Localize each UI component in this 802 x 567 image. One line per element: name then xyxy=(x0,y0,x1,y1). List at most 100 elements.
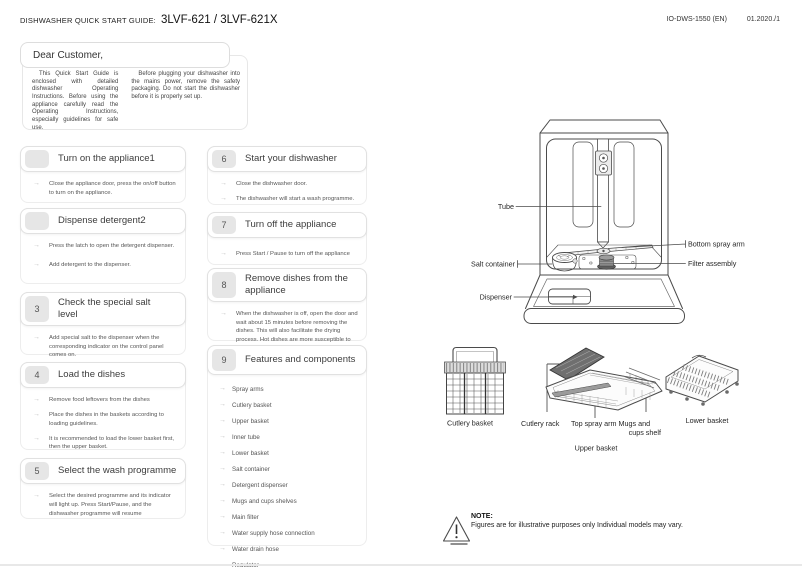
list-item: Water supply hose connection xyxy=(218,529,358,538)
list-item: Press Start / Pause to turn off the appl… xyxy=(217,250,358,259)
arrow-icon xyxy=(217,250,230,258)
step-1-title: Turn on the appliance1 xyxy=(58,153,155,165)
list-item: Cutlery basket xyxy=(218,401,358,410)
bullet-text: Add detergent to the dispenser. xyxy=(49,261,131,268)
feature-text: Water drain hose xyxy=(232,545,279,553)
bullet-text: Press Start / Pause to turn off the appl… xyxy=(236,251,350,257)
step-1-header: Turn on the appliance1 xyxy=(20,146,186,172)
arrow-icon xyxy=(30,261,43,269)
document-meta: IO-DWS-1550 (EN) 01.2020./1 xyxy=(667,16,780,23)
step-card-9: 9 Features and components Spray arms Cut… xyxy=(207,345,367,567)
bullet-text: Remove food leftovers from the dishes xyxy=(49,397,150,403)
step-7-number-badge: 7 xyxy=(212,216,236,234)
arrow-icon xyxy=(30,492,43,500)
label-upper-basket: Upper basket xyxy=(575,444,618,453)
list-item: It is recommended to load the lower bask… xyxy=(30,435,177,453)
arrow-icon xyxy=(217,195,230,203)
greeting-card: Dear Customer, xyxy=(20,42,230,68)
step-8-header: 8 Remove dishes from the appliance xyxy=(207,268,367,302)
bullet-text: Close the appliance door, press the on/o… xyxy=(49,181,176,196)
intro-paragraph-2: Before plugging your dishwasher into the… xyxy=(131,71,240,101)
cutlery-basket-figure xyxy=(444,346,506,415)
step-6-number-badge: 6 xyxy=(212,150,236,168)
lower-basket-figure xyxy=(665,354,739,406)
arrow-icon xyxy=(218,529,227,537)
step-3-header: 3 Check the special salt level xyxy=(20,292,186,326)
bullet-text: Close the dishwasher door. xyxy=(236,181,308,187)
step-8-number-badge: 8 xyxy=(212,272,236,298)
step-9-title: Features and components xyxy=(245,354,356,366)
step-6-title: Start your dishwasher xyxy=(245,153,337,165)
dishwasher-diagram: Tube Salt container Dispenser Bottom spr… xyxy=(471,119,745,324)
feature-text: Upper basket xyxy=(232,417,269,425)
step-card-2: Dispense detergent2 Press the latch to o… xyxy=(20,208,186,284)
bullet-text: Add special salt to the dispenser when t… xyxy=(49,334,164,359)
list-item: Water drain hose xyxy=(218,545,358,554)
step-2-number-badge xyxy=(25,212,49,230)
list-item: Mugs and cups shelves xyxy=(218,497,358,506)
list-item: Salt container xyxy=(218,465,358,474)
step-7-header: 7 Turn off the appliance xyxy=(207,212,367,238)
list-item: Add detergent to the dispenser. xyxy=(30,261,177,270)
list-item: Close the appliance door, press the on/o… xyxy=(30,180,177,198)
list-item: Press the latch to open the detergent di… xyxy=(30,242,177,251)
feature-text: Spray arms xyxy=(232,386,264,393)
step-5-number-badge: 5 xyxy=(25,462,49,480)
step-4-bullets: Remove food leftovers from the dishes Pl… xyxy=(21,388,185,457)
step-4-header: 4 Load the dishes xyxy=(20,362,186,388)
step-4-number-badge: 4 xyxy=(25,366,49,384)
list-item: Close the dishwasher door. xyxy=(217,180,358,189)
label-cutlery-rack: Cutlery rack xyxy=(521,419,560,428)
step-5-header: 5 Select the wash programme xyxy=(20,458,186,484)
list-item: Main filter xyxy=(218,513,358,522)
step-1-bullets: Close the appliance door, press the on/o… xyxy=(21,172,185,203)
arrow-icon xyxy=(30,396,43,404)
list-item: The dishwasher will start a wash program… xyxy=(217,195,358,204)
diagram-label-bottom-spray-arm: Bottom spray arm xyxy=(688,240,745,249)
label-cups-shelf: cups shelf xyxy=(629,428,661,437)
arrow-icon xyxy=(218,481,227,489)
note-block: NOTE: Figures are for illustrative purpo… xyxy=(471,513,771,529)
step-5-title: Select the wash programme xyxy=(58,465,177,477)
document-header: DISHWASHER QUICK START GUIDE: 3LVF-621 /… xyxy=(20,14,278,26)
feature-text: Inner tube xyxy=(232,433,260,441)
doc-code: IO-DWS-1550 (EN) xyxy=(666,16,727,23)
step-card-6: 6 Start your dishwasher Close the dishwa… xyxy=(207,146,367,205)
arrow-icon xyxy=(218,497,227,505)
list-item: Lower basket xyxy=(218,449,358,458)
doc-date: 01.2020./1 xyxy=(746,16,780,23)
note-body: Figures are for illustrative purposes on… xyxy=(471,521,683,529)
step-7-title: Turn off the appliance xyxy=(245,219,337,231)
step-8-title: Remove dishes from the appliance xyxy=(245,273,348,296)
arrow-icon xyxy=(30,180,43,188)
arrow-icon xyxy=(30,411,43,419)
step-1-number-badge xyxy=(25,150,49,168)
list-item: Detergent dispenser xyxy=(218,481,358,490)
list-item: Select the desired programme and its ind… xyxy=(30,492,177,519)
arrow-icon xyxy=(217,310,230,318)
step-7-bullets: Press Start / Pause to turn off the appl… xyxy=(208,238,366,264)
step-5-bullets: Select the desired programme and its ind… xyxy=(21,484,185,524)
feature-text: Water supply hose connection xyxy=(232,529,315,537)
step-2-bullets: Press the latch to open the detergent di… xyxy=(21,234,185,275)
greeting-text: Dear Customer, xyxy=(33,49,104,61)
list-item: Remove food leftovers from the dishes xyxy=(30,396,177,405)
step-9-header: 9 Features and components xyxy=(207,345,367,375)
arrow-icon xyxy=(218,417,227,425)
model-numbers: 3LVF-621 / 3LVF-621X xyxy=(160,14,278,26)
step-card-3: 3 Check the special salt level Add speci… xyxy=(20,292,186,358)
step-card-7: 7 Turn off the appliance Press Start / P… xyxy=(207,212,367,265)
arrow-icon xyxy=(30,334,43,342)
diagram-label-dispenser: Dispenser xyxy=(480,293,513,302)
label-mugs-and: Mugs and xyxy=(619,419,651,428)
feature-text: Main filter xyxy=(232,513,259,521)
bullet-text: It is recommended to load the lower bask… xyxy=(49,435,175,451)
arrow-icon xyxy=(218,513,227,521)
step-6-header: 6 Start your dishwasher xyxy=(207,146,367,172)
list-item: Inner tube xyxy=(218,433,358,442)
arrow-icon xyxy=(218,401,227,409)
feature-text: Salt container xyxy=(232,465,270,473)
step-3-title: Check the special salt level xyxy=(58,297,151,320)
label-cutlery-basket: Cutlery basket xyxy=(447,419,493,428)
